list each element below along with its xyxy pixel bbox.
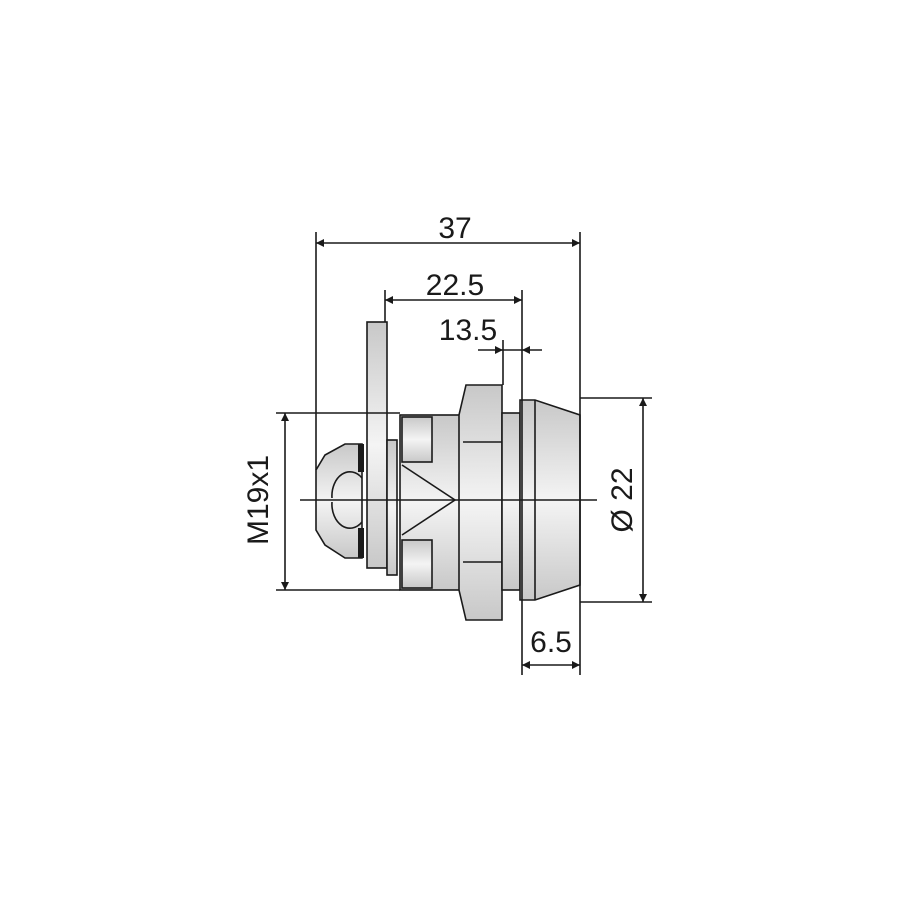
dimension-6-5: 6.5 [522, 626, 580, 669]
dimension-m19x1: M19x1 [242, 413, 289, 590]
dim-label-thread: M19x1 [242, 455, 275, 545]
washer [386, 439, 398, 576]
square-body-face [401, 416, 433, 463]
hex-nut [458, 384, 503, 621]
dim-label-6-5: 6.5 [530, 626, 572, 659]
dimension-diameter-22: Ø 22 [606, 398, 647, 602]
acorn-nut [315, 443, 363, 559]
square-body-face [401, 539, 433, 589]
dim-label-diameter: Ø 22 [606, 467, 639, 532]
cam-plate [366, 321, 388, 569]
lock-body [315, 321, 581, 621]
dim-label-22-5: 22.5 [426, 269, 484, 302]
dim-label-13-5: 13.5 [439, 314, 497, 347]
washer-edge [358, 444, 364, 472]
dim-label-37: 37 [438, 212, 471, 245]
threaded-body [501, 412, 521, 591]
dimension-37: 37 [316, 212, 580, 247]
dimension-13-5: 13.5 [439, 314, 542, 354]
washer-edge [358, 528, 364, 558]
extension-lines [276, 232, 652, 675]
dimension-22-5: 22.5 [385, 269, 522, 304]
